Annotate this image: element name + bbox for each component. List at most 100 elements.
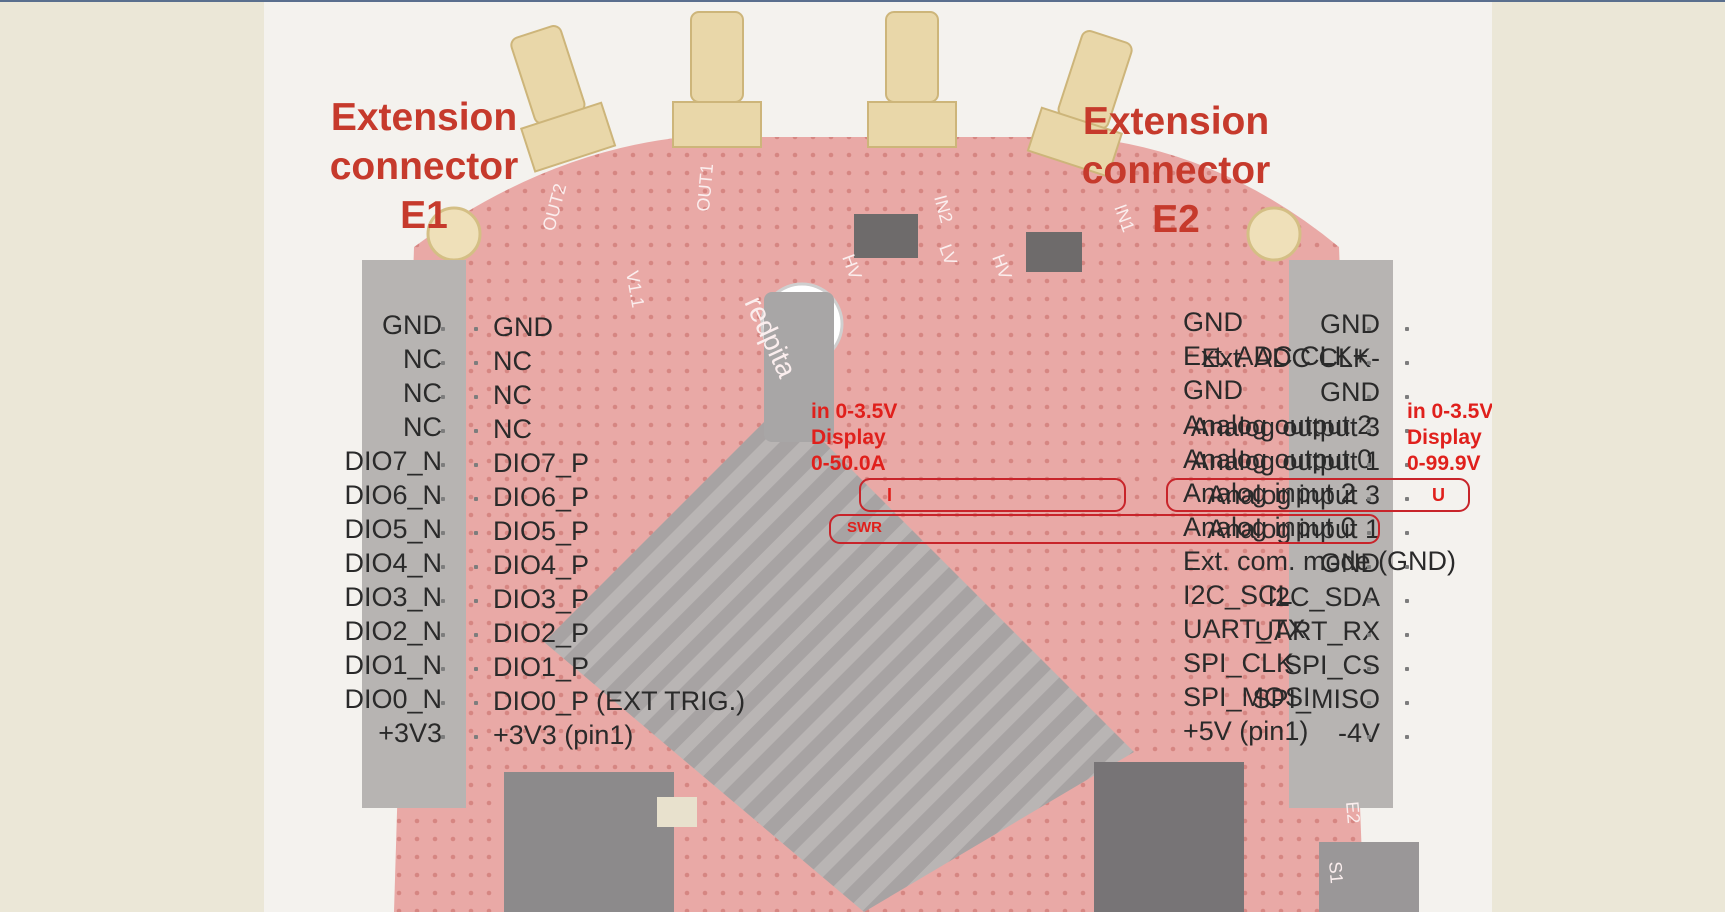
- pin-label: DIO6_P: [493, 482, 590, 512]
- pin-label: I2C_SCL: [1183, 580, 1293, 610]
- pin-dot: [474, 599, 478, 603]
- pin-label: Analog input 3: [1207, 480, 1380, 510]
- pin-label: NC: [403, 412, 442, 442]
- annotation-left-line2: Display: [811, 426, 886, 449]
- pin-label: Ext. ADC CLK+: [1183, 341, 1369, 371]
- pin-dot: [474, 701, 478, 705]
- pin-dot: [441, 565, 445, 569]
- pin-dot: [474, 361, 478, 365]
- pin-label: DIO3_N: [344, 582, 442, 612]
- pin-dot: [1367, 735, 1371, 739]
- highlight-analog-input-2: [1166, 478, 1470, 512]
- pin-dot: [1367, 599, 1371, 603]
- pin-label: DIO0_P (EXT TRIG.): [493, 686, 746, 716]
- pin-label: GND: [1320, 377, 1380, 407]
- pin-label: GND: [493, 312, 553, 342]
- pin-dot: [1405, 599, 1409, 603]
- pin-dot: [441, 599, 445, 603]
- annotation-right-line1: in 0-3.5V: [1407, 400, 1492, 423]
- pin-label: DIO5_N: [344, 514, 442, 544]
- annotation-left-line1: in 0-3.5V: [811, 400, 898, 423]
- pin-label: GND: [1183, 375, 1243, 405]
- pin-dot: [1367, 327, 1371, 331]
- pin-label: SPI_MISO: [1252, 684, 1380, 714]
- pin-dot: [1405, 395, 1409, 399]
- pin-label: +5V (pin1): [1183, 716, 1309, 746]
- pin-dot: [1367, 633, 1371, 637]
- e2-title-line2: connector: [1081, 149, 1271, 192]
- e1-title-line1: Extension: [330, 96, 518, 139]
- annotation-left: in 0-3.5V Display 0-50.0A: [811, 399, 897, 477]
- e1-id: E1: [400, 194, 448, 237]
- pin-label: Analog output 1: [1190, 446, 1380, 476]
- pin-dot: [1405, 429, 1409, 433]
- pin-dot: [474, 497, 478, 501]
- pin-dot: [1405, 565, 1409, 569]
- annotation-voltage: U: [1432, 485, 1445, 505]
- e2-title: Extension connector E2: [1076, 97, 1276, 244]
- marking-hv-right: HV: [988, 252, 1015, 282]
- annotation-right: in 0-3.5V Display 0-99.9V: [1407, 399, 1492, 477]
- pin-label: DIO1_P: [493, 652, 590, 682]
- pin-label: SPI_CS: [1283, 650, 1380, 680]
- pin-dot: [441, 327, 445, 331]
- pin-dot: [474, 667, 478, 671]
- heatsink: [544, 402, 1134, 912]
- pin-label: NC: [493, 414, 532, 444]
- pin-label: UART_TX: [1183, 614, 1306, 644]
- pin-label: Ext. ADC CLK-: [1201, 343, 1380, 373]
- pin-dot: [1367, 463, 1371, 467]
- pin-label: Analog input 2: [1183, 478, 1356, 508]
- pin-dot: [441, 361, 445, 365]
- board-artwork: [362, 11, 1419, 912]
- pin-label: Ext. com. mode (GND): [1183, 546, 1457, 576]
- top-border: [0, 0, 1725, 2]
- pin-label: DIO4_N: [344, 548, 442, 578]
- highlight-analog-input-1-0: [829, 514, 1380, 544]
- pin-label: NC: [403, 344, 442, 374]
- annotation-left-line3: 0-50.0A: [811, 452, 886, 475]
- pin-dot: [1405, 633, 1409, 637]
- pin-label: DIO7_N: [344, 446, 442, 476]
- pin-dot: [441, 463, 445, 467]
- pin-dot: [441, 701, 445, 705]
- marking-out2: OUT2: [539, 181, 571, 233]
- pin-label: Analog input 0: [1183, 512, 1356, 542]
- pin-dot: [1405, 701, 1409, 705]
- pin-dot: [1405, 531, 1409, 535]
- pin-dot: [1405, 361, 1409, 365]
- pin-label: Analog output 2: [1183, 410, 1373, 440]
- pin-label: DIO6_N: [344, 480, 442, 510]
- pin-label: GND: [1320, 548, 1380, 578]
- pin-dot: [441, 429, 445, 433]
- pin-label: NC: [403, 378, 442, 408]
- pin-dot: [474, 531, 478, 535]
- pin-label: SPI_CLK: [1183, 648, 1295, 678]
- pin-dot: [441, 497, 445, 501]
- pin-label: UART_RX: [1254, 616, 1380, 646]
- marking-out1: OUT1: [693, 163, 717, 213]
- pin-dot: [1405, 667, 1409, 671]
- pin-label: Analog output 3: [1190, 412, 1380, 442]
- pin-label: +3V3: [378, 718, 442, 748]
- marking-s1: S1: [1325, 861, 1347, 885]
- pin-label: DIO2_P: [493, 618, 590, 648]
- pin-label: NC: [493, 380, 532, 410]
- pin-label: DIO4_P: [493, 550, 590, 580]
- pin-dot: [441, 667, 445, 671]
- annotation-current: I: [887, 485, 893, 505]
- mounting-hole: [1246, 206, 1302, 262]
- marking-hv-left: HV: [838, 252, 865, 282]
- pin-label: DIO5_P: [493, 516, 590, 546]
- pin-label: DIO7_P: [493, 448, 590, 478]
- e2-title-line1: Extension: [1082, 100, 1270, 143]
- pin-dot: [1367, 701, 1371, 705]
- annotation-right-line3: 0-99.9V: [1407, 452, 1481, 475]
- annotation-swr: SWR: [847, 519, 882, 536]
- pin-label: DIO2_N: [344, 616, 442, 646]
- pin-label: DIO3_P: [493, 584, 590, 614]
- pin-dot: [1367, 565, 1371, 569]
- pin-dot: [1367, 497, 1371, 501]
- pin-dot: [474, 327, 478, 331]
- marking-lv: LV: [935, 242, 961, 268]
